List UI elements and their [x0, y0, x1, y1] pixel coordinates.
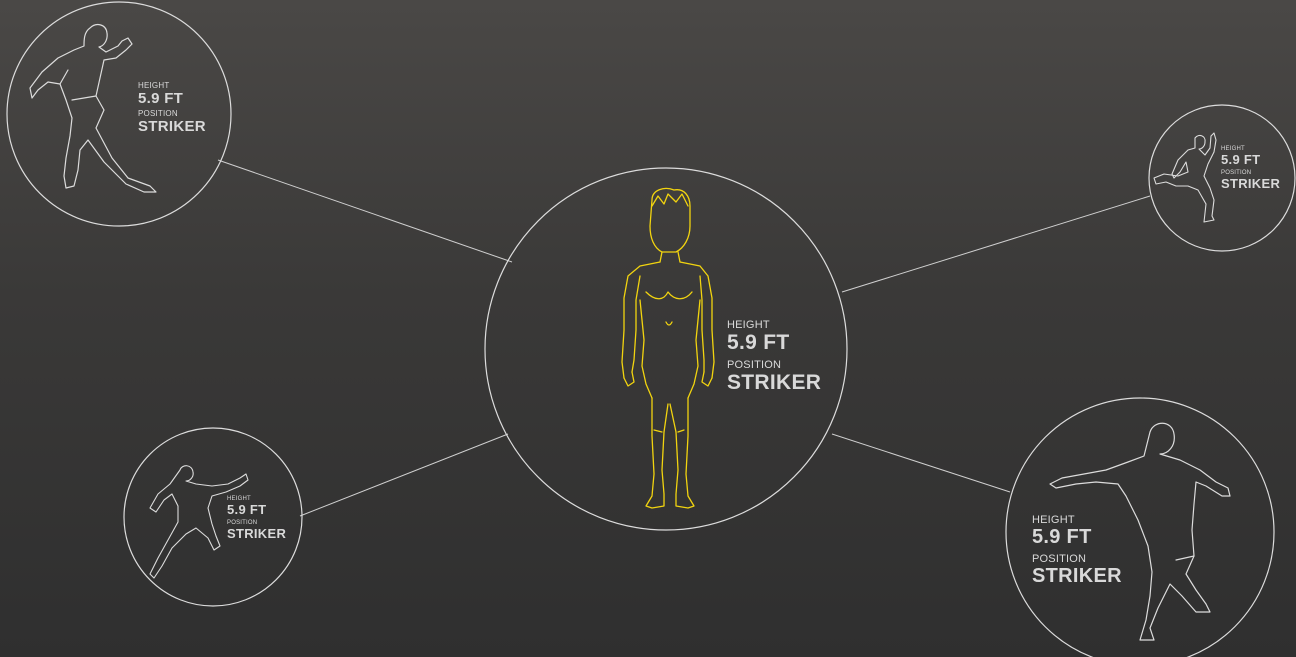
player-kicking-icon [1154, 133, 1216, 222]
player-stats-bottom-left: HEIGHT 5.9 FT POSITION STRIKER [227, 496, 286, 540]
connector-bottom-left [300, 434, 508, 516]
connector-top-right [842, 196, 1150, 292]
position-label: POSITION [1032, 554, 1122, 565]
height-label: HEIGHT [1032, 515, 1122, 526]
height-value: 5.9 FT [227, 503, 286, 516]
player-stats-top-right: HEIGHT 5.9 FT POSITION STRIKER [1221, 146, 1280, 190]
position-value: STRIKER [727, 372, 821, 393]
position-label: POSITION [727, 360, 821, 371]
height-value: 5.9 FT [1221, 153, 1280, 166]
height-value: 5.9 FT [1032, 527, 1122, 547]
position-value: STRIKER [138, 119, 206, 134]
height-value: 5.9 FT [138, 91, 206, 106]
player-stats-center: HEIGHT 5.9 FT POSITION STRIKER [727, 320, 821, 393]
standing-body-icon [622, 188, 714, 508]
player-stats-top-left: HEIGHT 5.9 FT POSITION STRIKER [138, 82, 206, 134]
height-label: HEIGHT [727, 320, 821, 331]
position-label: POSITION [138, 110, 206, 118]
connector-top-left [218, 160, 512, 262]
player-stats-bottom-right: HEIGHT 5.9 FT POSITION STRIKER [1032, 515, 1122, 586]
height-value: 5.9 FT [727, 332, 821, 353]
position-value: STRIKER [1221, 177, 1280, 190]
position-value: STRIKER [227, 527, 286, 540]
connector-bottom-right [832, 434, 1010, 492]
height-label: HEIGHT [138, 82, 206, 90]
position-value: STRIKER [1032, 566, 1122, 586]
